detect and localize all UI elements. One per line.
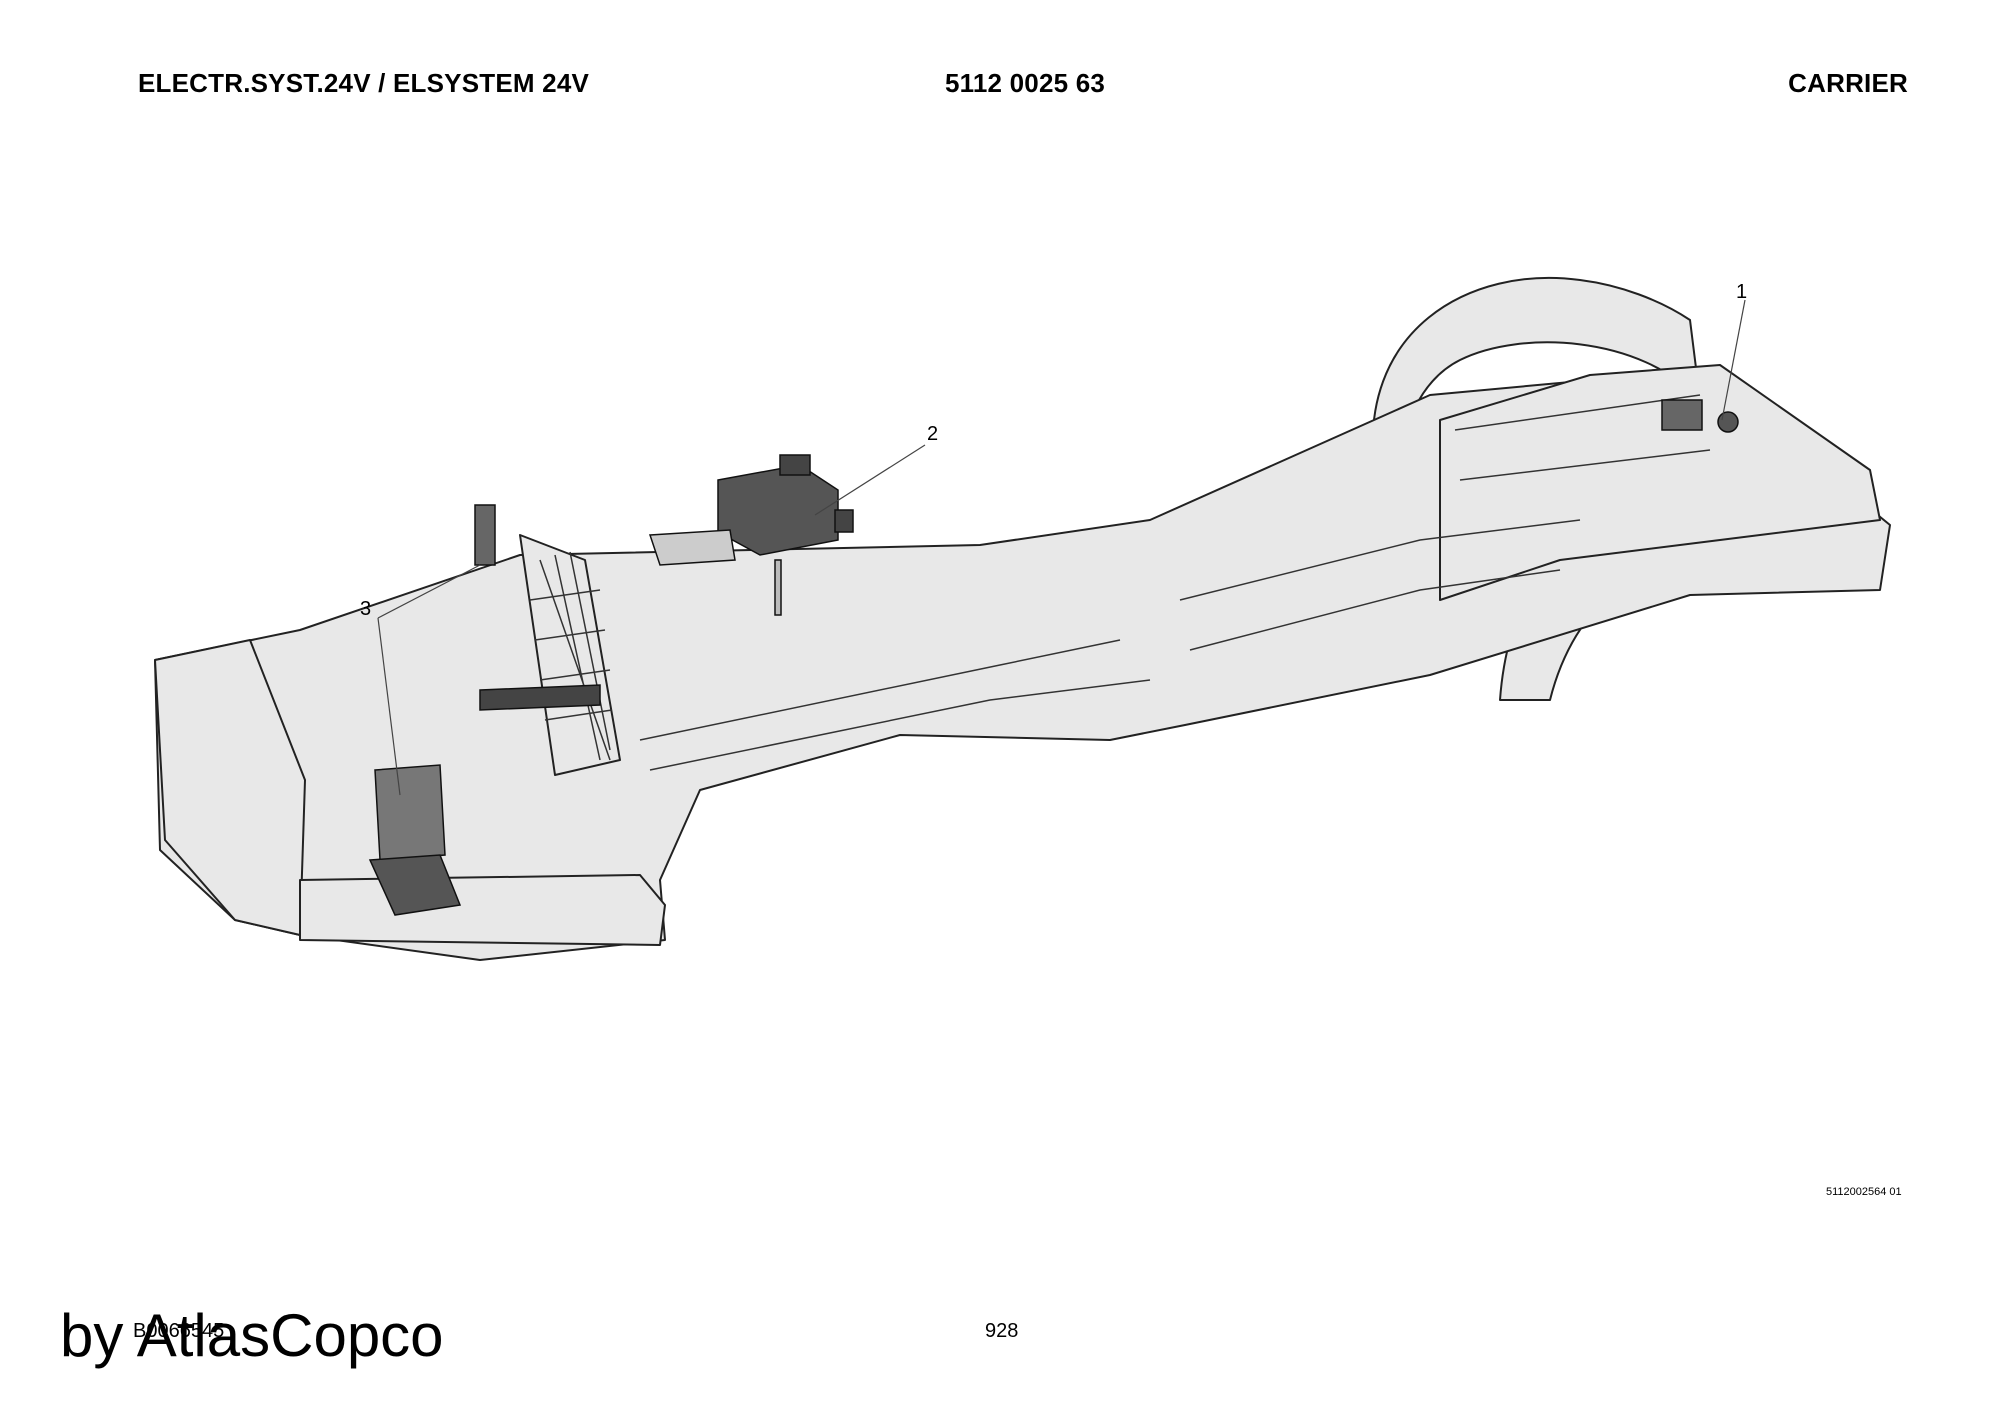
- component-1: [1717, 411, 1739, 433]
- control-box-connector: [834, 509, 854, 533]
- section-title: ELECTR.SYST.24V / ELSYSTEM 24V: [138, 68, 590, 98]
- leader-line-2: [814, 444, 926, 516]
- document-code: B0066545: [133, 1320, 225, 1342]
- rear-fender-back: [1371, 276, 1701, 476]
- battery: [368, 854, 462, 916]
- cable-bundle: [479, 684, 601, 711]
- leader-line-3a: [377, 564, 481, 619]
- grid-lines: [529, 551, 613, 761]
- rear-frame-line: [1454, 394, 1711, 481]
- frame-edge-line: [639, 639, 1121, 741]
- control-box-connector: [779, 454, 811, 476]
- page-number: 928: [985, 1320, 1019, 1342]
- frame-edge-line: [649, 679, 1151, 771]
- leader-line-3b: [377, 617, 401, 796]
- rear-frame-section: [1439, 364, 1881, 601]
- mounting-post: [774, 559, 782, 616]
- front-crossmember: [299, 874, 666, 946]
- control-box-bracket: [648, 529, 736, 566]
- callout-2: 2: [927, 423, 938, 445]
- component-3-box: [374, 764, 446, 861]
- part-number: 5112 0025 63: [945, 68, 1106, 98]
- callout-3: 3: [360, 598, 371, 620]
- component-3-relay: [474, 504, 496, 566]
- brand-watermark: by AtlasCopco: [60, 1302, 444, 1369]
- drawing-reference: 5112002564 01: [1826, 1186, 1902, 1198]
- leader-line-1: [1721, 299, 1746, 421]
- frame-edge-line: [1189, 569, 1561, 651]
- assembly-name: CARRIER: [1788, 68, 1908, 98]
- frame-edge-line: [1179, 519, 1581, 601]
- component-2-control-box: [717, 464, 839, 556]
- rear-bracket: [1661, 399, 1703, 431]
- callout-1: 1: [1736, 281, 1747, 303]
